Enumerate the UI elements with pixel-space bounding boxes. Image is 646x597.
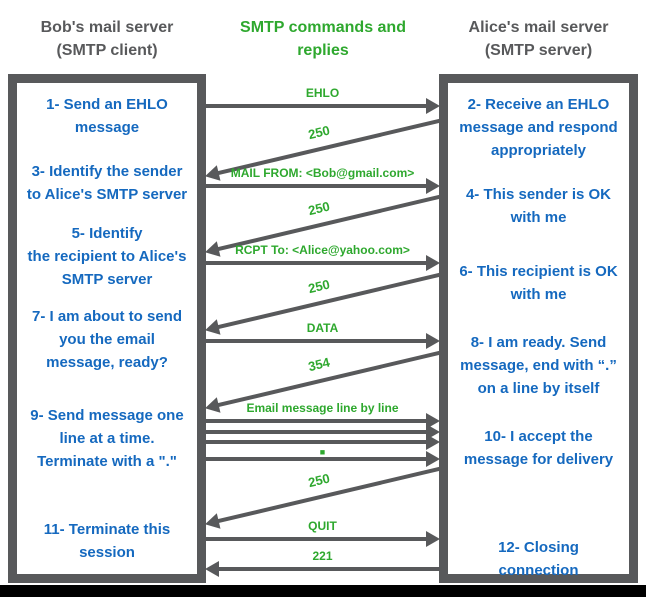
client-step-3: 3- Identify the sender to Alice's SMTP s… bbox=[26, 163, 188, 203]
arrow-line bbox=[206, 457, 427, 461]
message-label-221: 221 bbox=[312, 549, 333, 563]
arrow-250-reply-4: 250 bbox=[206, 466, 441, 524]
arrow-line bbox=[206, 104, 427, 108]
client-box: 1- Send an EHLO message 3- Identify the … bbox=[8, 74, 206, 583]
arrow-line bbox=[206, 440, 427, 444]
server-box: 2- Receive an EHLO message and respond a… bbox=[439, 74, 638, 583]
server-column-header: Alice's mail server (SMTP server) bbox=[468, 19, 609, 59]
arrow-line bbox=[206, 184, 427, 188]
arrow-line bbox=[206, 261, 427, 265]
server-step-4: 4- This sender is OK with me bbox=[465, 186, 612, 226]
server-step-12: 12- Closing connection bbox=[498, 539, 579, 579]
message-label-quit: QUIT bbox=[308, 519, 337, 533]
period-terminator-icon: ■ bbox=[319, 447, 326, 457]
client-step-1: 1- Send an EHLO message bbox=[46, 96, 168, 136]
server-step-6: 6- This recipient is OK with me bbox=[459, 263, 618, 303]
message-label-rcpt-to: RCPT To: <Alice@yahoo.com> bbox=[235, 243, 410, 257]
message-label-data: DATA bbox=[306, 321, 339, 335]
arrow-354-reply: 354 bbox=[206, 350, 441, 408]
server-step-10: 10- I accept the message for delivery bbox=[463, 428, 614, 468]
legend-column-header: SMTP commands and replies bbox=[240, 19, 406, 59]
server-step-2: 2- Receive an EHLO message and respond a… bbox=[459, 96, 618, 159]
arrow-line bbox=[218, 567, 439, 571]
message-label-mail-from: MAIL FROM: <Bob@gmail.com> bbox=[230, 166, 415, 180]
client-step-5: 5- Identify the recipient to Alice's SMT… bbox=[27, 225, 187, 288]
server-step-8: 8- I am ready. Send message, end with “.… bbox=[460, 334, 617, 397]
message-label-ehlo: EHLO bbox=[305, 86, 340, 100]
client-column-header: Bob's mail server (SMTP client) bbox=[40, 19, 174, 59]
arrow-line bbox=[206, 430, 427, 434]
arrow-line bbox=[206, 537, 427, 541]
client-step-7: 7- I am about to send you the email mess… bbox=[31, 308, 182, 371]
message-label-email-lines: Email message line by line bbox=[246, 401, 399, 415]
client-step-11: 11- Terminate this session bbox=[43, 521, 171, 561]
footer-bar bbox=[0, 585, 646, 597]
client-step-9: 9- Send message one line at a time. Term… bbox=[30, 407, 184, 470]
arrow-line bbox=[206, 419, 427, 423]
arrow-line bbox=[206, 339, 427, 343]
